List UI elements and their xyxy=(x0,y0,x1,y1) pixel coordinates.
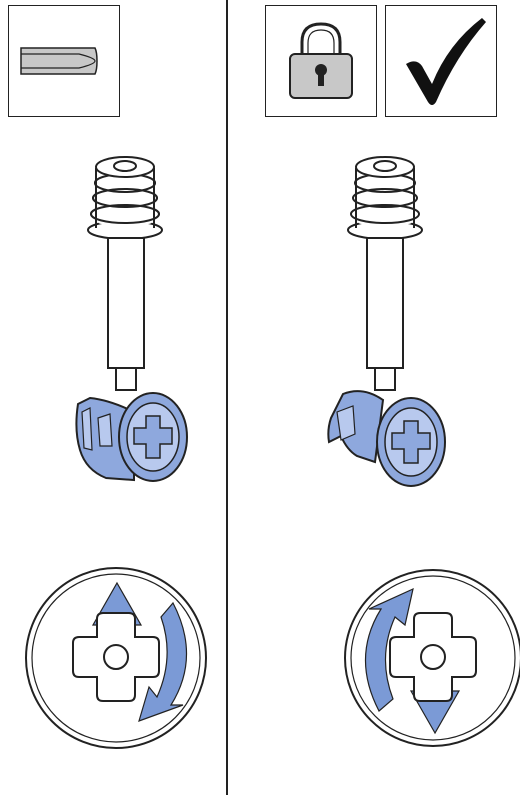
panel-divider xyxy=(226,0,228,795)
bolt-shaft xyxy=(366,237,404,369)
lock-icon xyxy=(289,22,353,99)
bolt-thread xyxy=(87,156,163,240)
cam-body xyxy=(327,390,446,487)
bolt-shaft xyxy=(107,237,145,369)
cross-slot-icon xyxy=(389,612,477,702)
cam-connector-locked xyxy=(327,156,446,487)
rotation-arrow xyxy=(138,601,188,722)
cam-connector-unlocked xyxy=(75,156,188,482)
checkmark-icon-box xyxy=(385,5,497,117)
rotation-disk-clockwise xyxy=(344,569,520,747)
right-panel xyxy=(228,0,520,795)
flat-screwdriver-icon xyxy=(20,47,98,75)
screwdriver-icon-box xyxy=(8,5,120,117)
rotation-disk-counterclockwise xyxy=(25,567,207,749)
left-panel xyxy=(0,0,226,795)
rotation-arrow xyxy=(364,587,414,712)
bolt-thread xyxy=(347,156,423,240)
checkmark-icon xyxy=(406,18,486,105)
lock-icon-box xyxy=(265,5,377,117)
cam-body xyxy=(75,392,188,482)
cross-slot-icon xyxy=(72,612,160,702)
